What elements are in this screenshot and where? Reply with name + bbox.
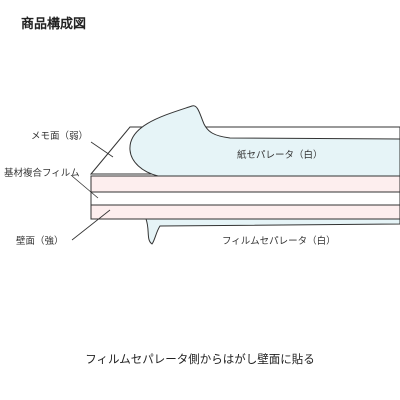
base-film-label: 基材複合フィルム bbox=[4, 167, 80, 179]
film-layer-bottom bbox=[90, 204, 400, 220]
wall-face-label: 壁面（強） bbox=[16, 235, 64, 247]
film-layer-middle bbox=[90, 191, 400, 206]
film-layer-top bbox=[90, 175, 400, 193]
film-separator-shape bbox=[145, 218, 400, 245]
paper-separator-shape bbox=[129, 105, 400, 177]
memo-face-label: メモ面（弱） bbox=[31, 130, 88, 142]
diagram-heading: 商品構成図 bbox=[21, 17, 87, 32]
memo-face-leader bbox=[90, 141, 114, 158]
film-separator-label: フィルムセパレータ（白） bbox=[222, 235, 336, 247]
base-film-leader bbox=[71, 175, 99, 199]
wall-face-leader bbox=[71, 209, 111, 241]
paper-separator-label: 紙セパレータ（白） bbox=[237, 149, 323, 161]
instruction-caption: フィルムセパレータ側からはがし壁面に貼る bbox=[85, 352, 315, 366]
